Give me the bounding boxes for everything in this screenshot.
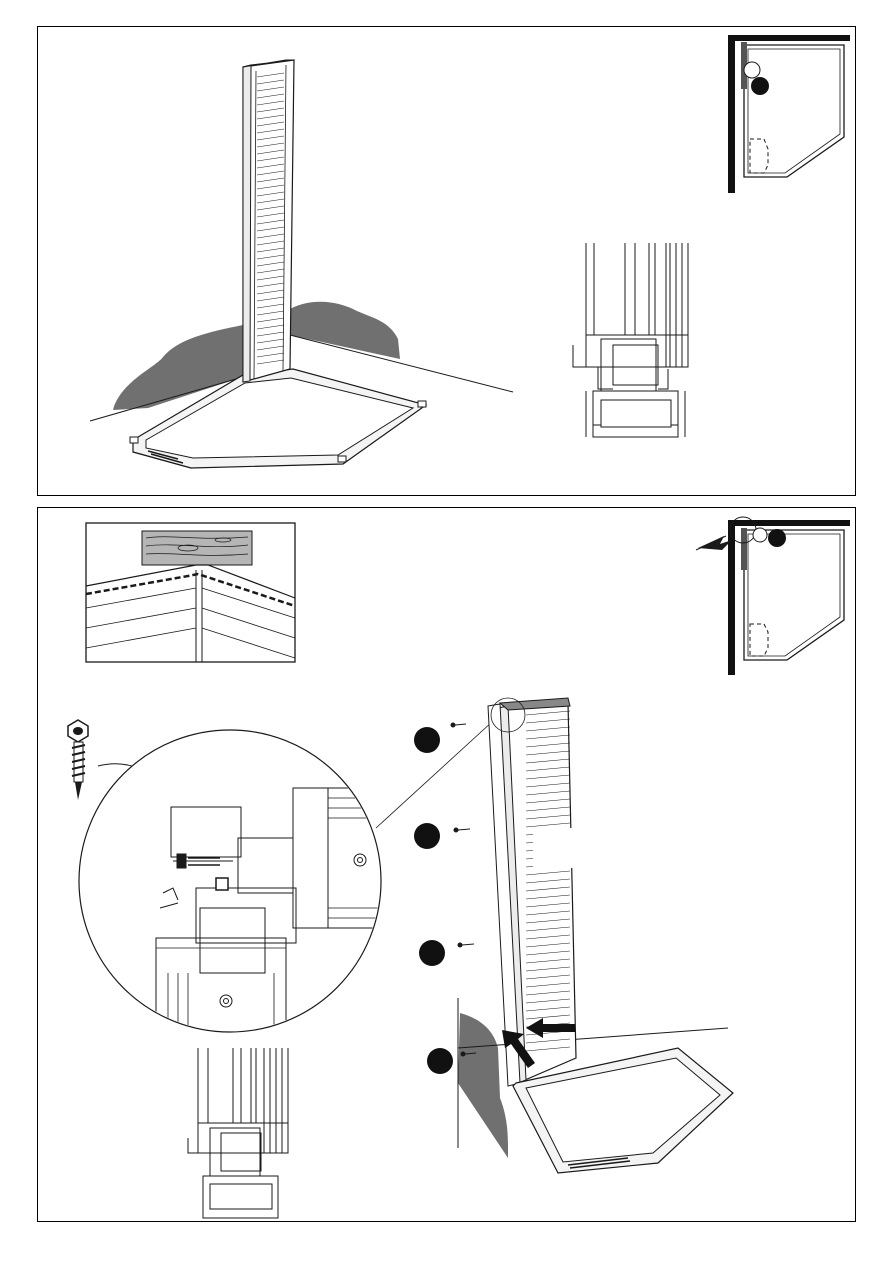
callout-4 [427, 1048, 453, 1074]
panel-profile-section-bottom [188, 1048, 288, 1218]
callout-3 [419, 940, 445, 966]
step-panel-bottom [37, 507, 856, 1222]
panel-profile-section [573, 243, 688, 437]
wall-panel [243, 60, 294, 382]
step-panel-top [37, 26, 856, 496]
callout-1 [414, 727, 440, 753]
floorplan-locator [728, 35, 850, 193]
wood-top-detail-inset [86, 523, 295, 662]
top-illustration [38, 27, 857, 497]
corner-post-assembly [414, 698, 733, 1173]
screw-detail-circle [79, 721, 493, 1038]
callout-2 [414, 823, 440, 849]
wall-shadow-bottom [458, 1013, 508, 1158]
bottom-illustration [38, 508, 857, 1223]
wall-shadow-right [290, 302, 400, 359]
floorplan-locator-bottom [696, 517, 850, 675]
